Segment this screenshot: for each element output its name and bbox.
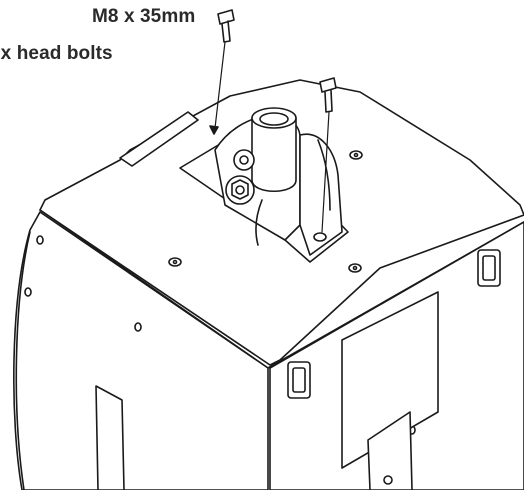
bracket-tilt-slot bbox=[317, 139, 331, 211]
knob-nut-lower bbox=[225, 175, 255, 205]
top-insert-3 bbox=[348, 263, 362, 273]
top-insert-1 bbox=[349, 150, 363, 160]
side-screw-1 bbox=[134, 322, 142, 332]
bracket-bolt-hole bbox=[313, 232, 327, 242]
pole-socket-tube bbox=[251, 117, 297, 192]
side-handle-recess bbox=[367, 411, 413, 490]
hex-bolt-right bbox=[319, 77, 337, 233]
callout-bolt-size: M8 x 35mm bbox=[92, 6, 196, 27]
knob-nut-upper bbox=[233, 149, 255, 171]
top-insert-2 bbox=[168, 257, 182, 267]
bracket-right-cheek bbox=[299, 133, 343, 256]
callout-bolt-type: ex head bolts bbox=[0, 43, 113, 64]
cabinet-curved-edge bbox=[15, 231, 31, 490]
side-screw-3 bbox=[24, 287, 32, 297]
hex-bolt-left bbox=[209, 9, 235, 135]
side-screw-2 bbox=[36, 235, 44, 245]
top-handle-slot bbox=[119, 111, 199, 167]
rigging-point-right bbox=[477, 249, 501, 287]
side-handle-screw bbox=[383, 475, 393, 485]
side-recessed-panel bbox=[341, 291, 439, 469]
rigging-point-left bbox=[287, 361, 311, 399]
left-handle-cutout bbox=[95, 385, 125, 490]
bracket-left-slot bbox=[255, 199, 263, 246]
pole-socket-inner bbox=[259, 112, 289, 126]
